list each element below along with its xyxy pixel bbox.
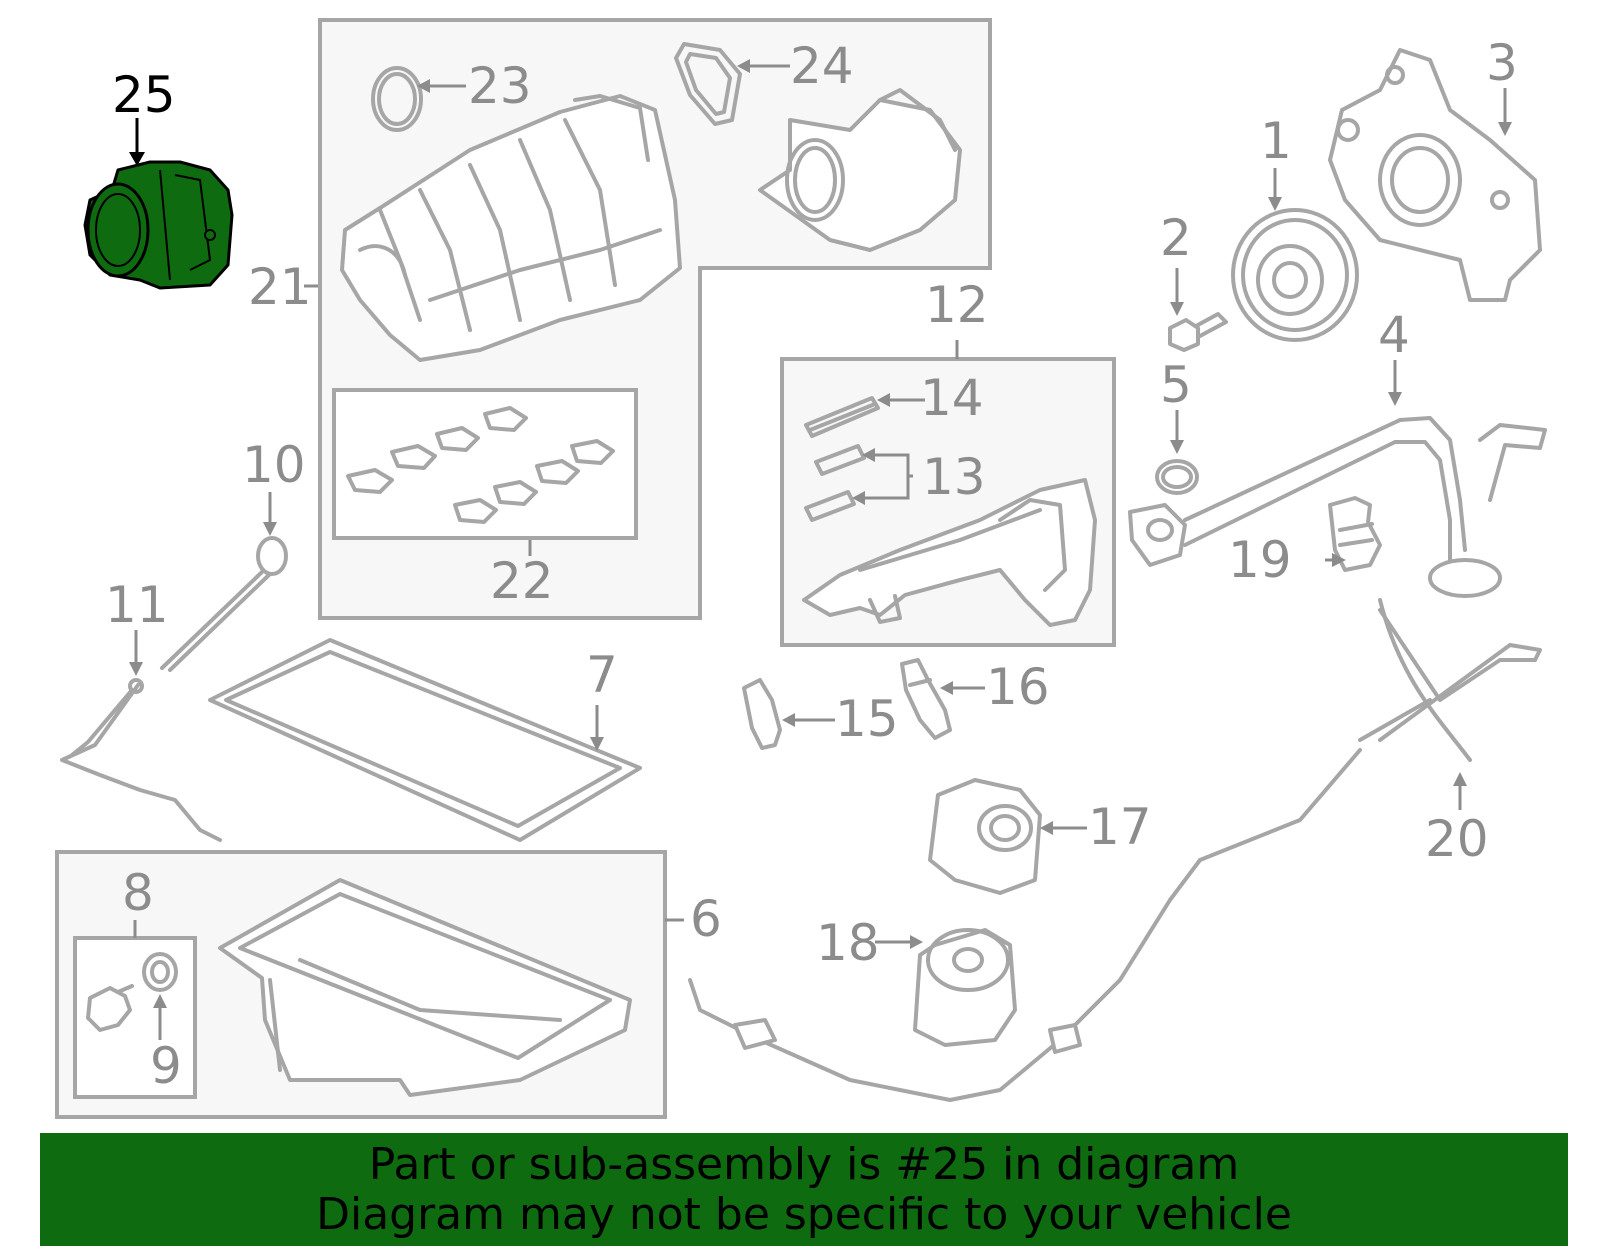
- drain-plug-washer[interactable]: [142, 952, 178, 992]
- callout-11: 11: [105, 576, 169, 634]
- callout-3: 3: [1486, 34, 1518, 92]
- info-banner: Part or sub-assembly is #25 in diagram D…: [40, 1133, 1568, 1246]
- camshaft-position-sensor[interactable]: [742, 678, 782, 750]
- oil-pressure-sensor[interactable]: [1328, 496, 1382, 572]
- banner-line-2: Diagram may not be specific to your vehi…: [316, 1188, 1292, 1240]
- leader-lines: [129, 59, 1512, 1040]
- callout-21: 21: [248, 258, 312, 316]
- callout-20: 20: [1425, 810, 1489, 868]
- oil-pan[interactable]: [218, 878, 632, 1097]
- camshaft-seal-14[interactable]: [804, 396, 880, 438]
- callout-2: 2: [1160, 209, 1192, 267]
- callout-9: 9: [150, 1037, 182, 1095]
- oil-filter[interactable]: [913, 928, 1017, 1047]
- callout-6: 6: [690, 890, 722, 948]
- throttle-body-highlighted[interactable]: [83, 160, 234, 290]
- oil-pickup-tube[interactable]: [1128, 416, 1547, 598]
- callout-23: 23: [468, 57, 532, 115]
- callout-18: 18: [816, 914, 880, 972]
- callout-17: 17: [1088, 798, 1152, 856]
- callout-25-highlighted: 25: [112, 66, 176, 124]
- timing-cover[interactable]: [802, 478, 1097, 627]
- crankshaft-pulley[interactable]: [1231, 208, 1359, 342]
- callout-12: 12: [925, 276, 989, 334]
- oil-pressure-switch[interactable]: [900, 658, 952, 740]
- drain-plug[interactable]: [86, 984, 134, 1032]
- intake-adapter[interactable]: [758, 88, 962, 252]
- oil-dipstick[interactable]: [160, 536, 288, 672]
- callout-10: 10: [242, 436, 306, 494]
- callout-8: 8: [122, 864, 154, 922]
- callout-7: 7: [586, 646, 618, 704]
- oil-pump[interactable]: [1328, 48, 1542, 302]
- throttle-body-gasket[interactable]: [674, 42, 742, 126]
- callout-14: 14: [920, 369, 984, 427]
- dipstick-tube[interactable]: [60, 678, 222, 842]
- callout-24: 24: [790, 37, 854, 95]
- callout-1: 1: [1260, 112, 1292, 170]
- intake-manifold[interactable]: [340, 94, 682, 362]
- callout-15: 15: [835, 690, 899, 748]
- oil-cooler[interactable]: [928, 778, 1042, 895]
- callout-16: 16: [986, 658, 1050, 716]
- callout-13: 13: [922, 448, 986, 506]
- o-ring-5[interactable]: [1155, 459, 1199, 495]
- oil-pan-gasket[interactable]: [208, 638, 642, 842]
- o-ring-gasket[interactable]: [371, 66, 423, 132]
- camshaft-seal-13a[interactable]: [814, 444, 866, 476]
- wiring-harness[interactable]: [688, 598, 1542, 1102]
- callout-labels: 1 2 3 4 5 6 7 8 9 10 11 12 13 14 15 16 1…: [105, 34, 1518, 1095]
- callout-22: 22: [490, 552, 554, 610]
- callout-19: 19: [1228, 531, 1292, 589]
- callout-5: 5: [1160, 356, 1192, 414]
- banner-line-1: Part or sub-assembly is #25 in diagram: [368, 1138, 1240, 1190]
- intake-gasket-set[interactable]: [346, 406, 615, 524]
- camshaft-seal-13b[interactable]: [804, 490, 856, 522]
- callout-4: 4: [1378, 306, 1410, 364]
- pulley-bolt[interactable]: [1168, 312, 1228, 352]
